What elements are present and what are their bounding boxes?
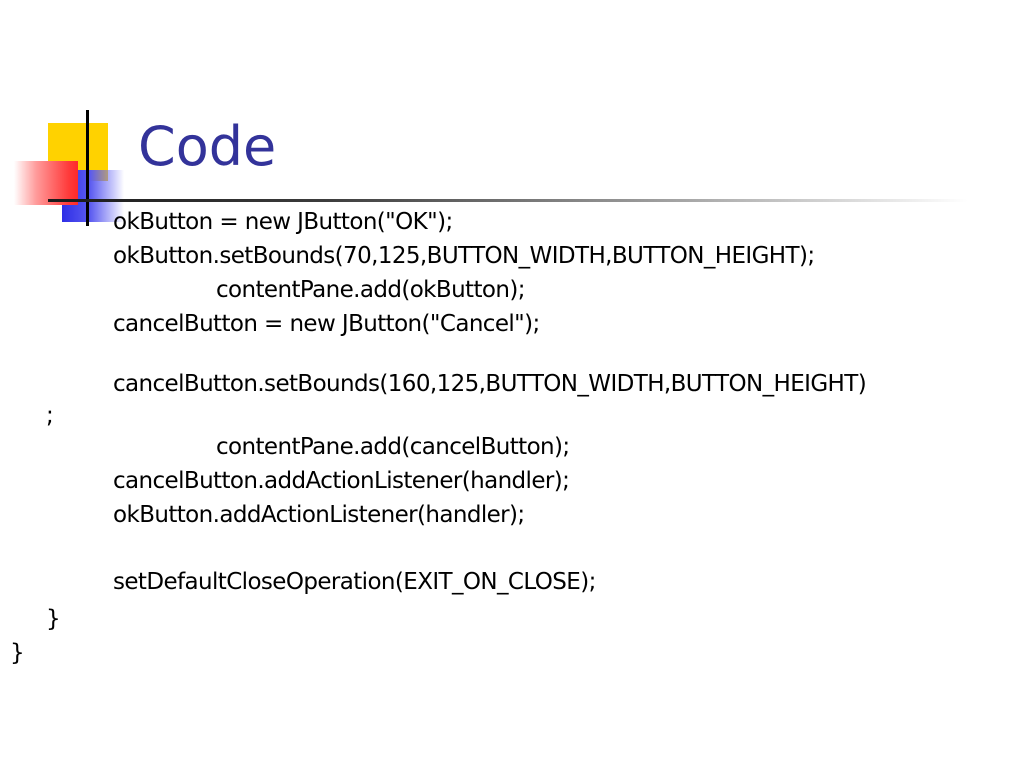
ornament-vertical-line: [86, 110, 89, 226]
code-line: okButton.setBounds(70,125,BUTTON_WIDTH,B…: [113, 243, 815, 269]
ornament-red-square: [14, 161, 78, 205]
code-line: contentPane.add(okButton);: [216, 277, 525, 303]
code-line: cancelButton = new JButton("Cancel");: [113, 311, 540, 337]
code-line: ;: [46, 403, 54, 429]
slide-title: Code: [138, 115, 277, 178]
title-underline: [48, 199, 968, 202]
code-line: okButton.addActionListener(handler);: [113, 502, 525, 528]
code-line: contentPane.add(cancelButton);: [216, 434, 570, 460]
code-line: okButton = new JButton("OK");: [113, 209, 453, 235]
code-line: }: [46, 606, 61, 632]
code-line: }: [10, 640, 25, 666]
code-line: cancelButton.setBounds(160,125,BUTTON_WI…: [113, 371, 867, 397]
code-line: cancelButton.addActionListener(handler);: [113, 468, 570, 494]
code-line: setDefaultCloseOperation(EXIT_ON_CLOSE);: [113, 569, 596, 595]
slide-ornament: [0, 0, 200, 240]
